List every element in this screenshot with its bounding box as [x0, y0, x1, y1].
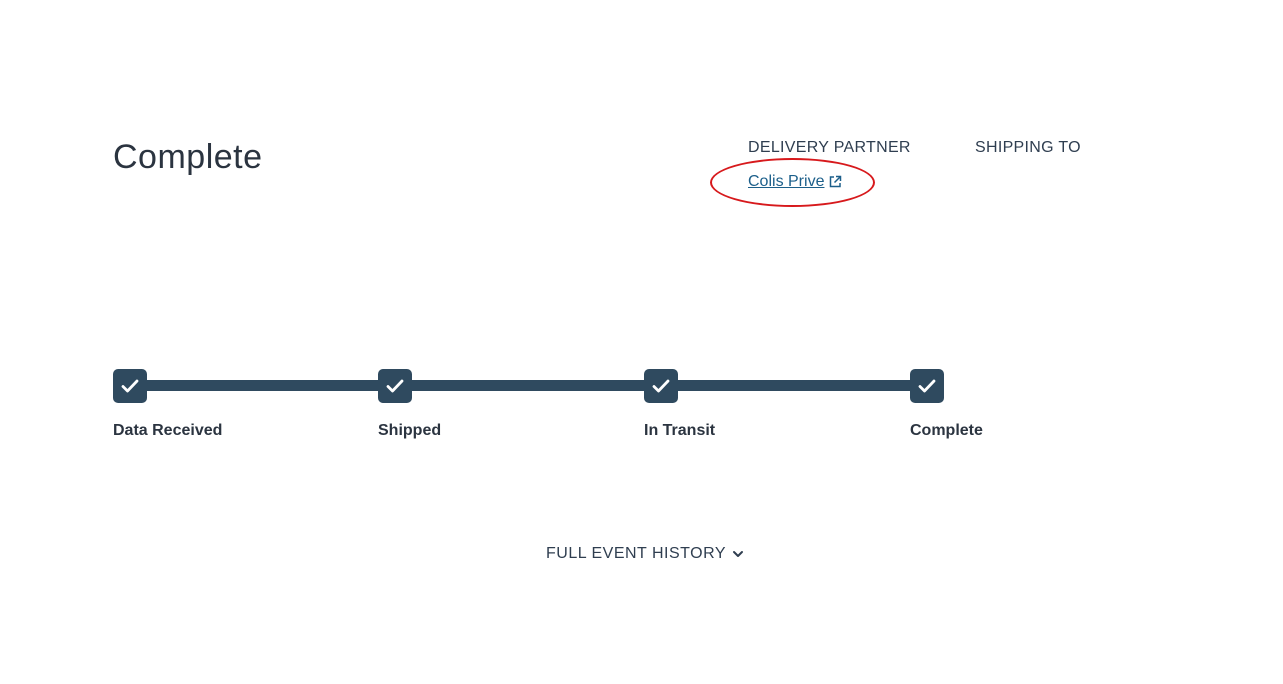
page-title: Complete — [113, 138, 263, 176]
delivery-partner-section: DELIVERY PARTNER — [748, 139, 911, 157]
full-event-history-toggle[interactable]: FULL EVENT HISTORY — [546, 545, 744, 563]
step-checkbox[interactable] — [910, 369, 944, 403]
full-event-history-label: FULL EVENT HISTORY — [546, 545, 727, 562]
progress-step-in-transit: In Transit — [644, 369, 715, 439]
progress-step-data-received: Data Received — [113, 369, 222, 439]
step-label: Complete — [910, 422, 983, 439]
step-checkbox[interactable] — [378, 369, 412, 403]
step-checkbox[interactable] — [644, 369, 678, 403]
check-icon — [121, 379, 139, 393]
step-label: Shipped — [378, 422, 442, 439]
delivery-partner-name: Colis Prive — [748, 173, 825, 190]
step-label: Data Received — [113, 422, 223, 439]
shipping-to-section: SHIPPING TO — [975, 139, 1081, 157]
progress-track — [130, 380, 927, 391]
external-link-icon — [830, 175, 842, 188]
step-checkbox[interactable] — [113, 369, 147, 403]
progress-step-shipped: Shipped — [378, 369, 441, 439]
shipping-to-label: SHIPPING TO — [975, 139, 1081, 156]
check-icon — [652, 379, 670, 393]
chevron-down-icon — [733, 551, 744, 557]
check-icon — [386, 379, 404, 393]
check-icon — [918, 379, 936, 393]
step-label: In Transit — [644, 422, 716, 439]
progress-step-complete: Complete — [910, 369, 983, 439]
delivery-partner-link[interactable]: Colis Prive — [748, 173, 842, 191]
delivery-partner-label: DELIVERY PARTNER — [748, 139, 911, 156]
